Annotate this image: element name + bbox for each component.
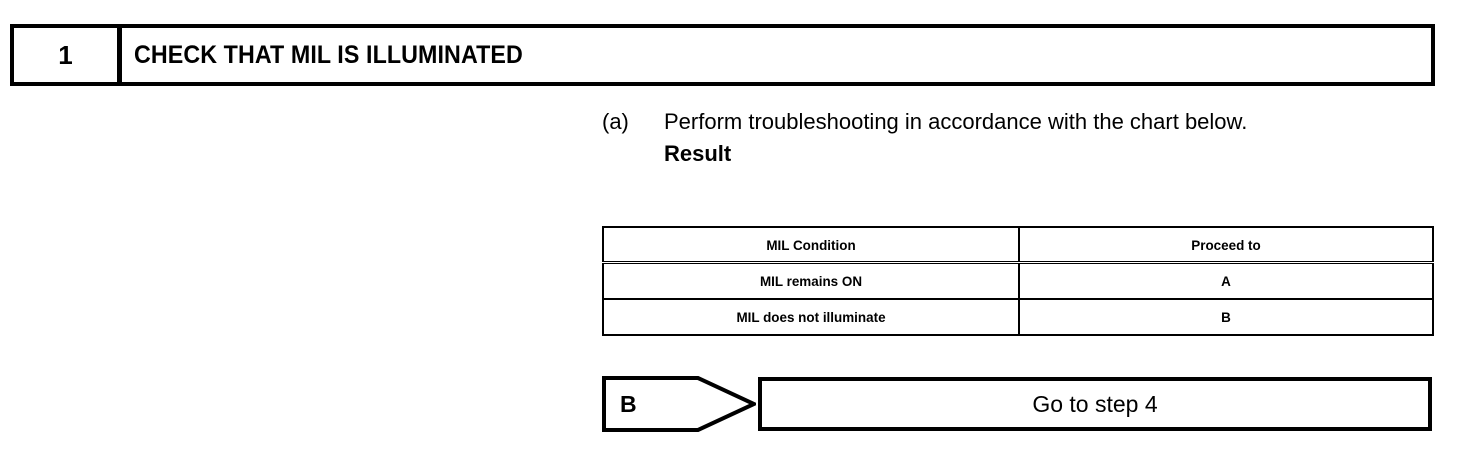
table-header-condition: MIL Condition (602, 226, 1020, 264)
table-cell-condition-label: MIL remains ON (759, 273, 863, 289)
table-row: MIL remains ON A (602, 261, 1434, 300)
step-header-bar: 1 CHECK THAT MIL IS ILLUMINATED (10, 24, 1435, 86)
table-cell-condition: MIL remains ON (602, 261, 1020, 300)
branch-label: B (620, 390, 637, 417)
procedure-marker: (a) (602, 109, 629, 134)
result-subheading: Result (664, 141, 732, 166)
result-table-wrapper: MIL Condition Proceed to MIL remains ON … (602, 226, 1434, 336)
table-header-condition-label: MIL Condition (766, 236, 856, 253)
table-cell-condition: MIL does not illuminate (602, 298, 1020, 336)
table-row: MIL does not illuminate B (602, 298, 1434, 336)
procedure-block: (a) Perform troubleshooting in accordanc… (602, 106, 1432, 169)
table-cell-proceed-label: A (1221, 273, 1231, 289)
step-title-cell: CHECK THAT MIL IS ILLUMINATED (122, 28, 1431, 82)
goto-step-box[interactable]: Go to step 4 (758, 377, 1432, 431)
table-cell-proceed: A (1018, 261, 1434, 300)
branch-pennant: B (602, 376, 756, 432)
table-header-proceed-label: Proceed to (1191, 236, 1261, 253)
step-number: 1 (58, 40, 73, 70)
table-header-proceed: Proceed to (1018, 226, 1434, 264)
procedure-body: Perform troubleshooting in accordance wi… (664, 106, 1432, 169)
goto-step-label: Go to step 4 (1032, 390, 1158, 417)
table-cell-proceed-label: B (1221, 309, 1231, 325)
result-table: MIL Condition Proceed to MIL remains ON … (602, 226, 1434, 336)
table-header-row: MIL Condition Proceed to (602, 226, 1434, 264)
table-cell-proceed: B (1018, 298, 1434, 336)
step-title: CHECK THAT MIL IS ILLUMINATED (134, 40, 523, 69)
procedure-item: (a) Perform troubleshooting in accordanc… (602, 106, 1432, 169)
step-number-cell: 1 (14, 28, 122, 82)
table-cell-condition-label: MIL does not illuminate (736, 309, 886, 325)
flow-connector-row: B Go to step 4 (602, 376, 1432, 434)
pennant-arrow-icon (602, 376, 756, 432)
procedure-text: Perform troubleshooting in accordance wi… (664, 109, 1248, 134)
